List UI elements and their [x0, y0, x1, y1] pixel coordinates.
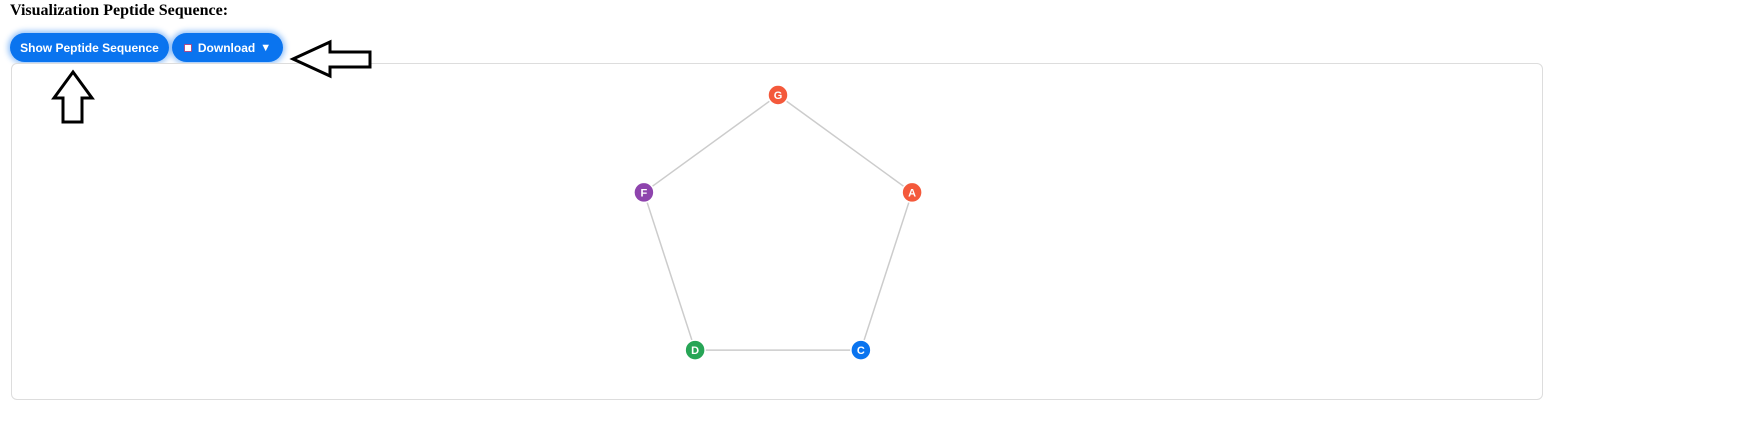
download-button[interactable]: Download ▼ [172, 33, 283, 62]
visualization-panel [11, 63, 1543, 400]
page-title: Visualization Peptide Sequence: [10, 2, 229, 19]
caret-down-icon: ▼ [260, 41, 272, 54]
download-label: Download [197, 40, 256, 55]
download-icon [183, 43, 192, 52]
show-peptide-sequence-button[interactable]: Show Peptide Sequence [10, 33, 169, 62]
show-peptide-sequence-label: Show Peptide Sequence [20, 40, 159, 55]
